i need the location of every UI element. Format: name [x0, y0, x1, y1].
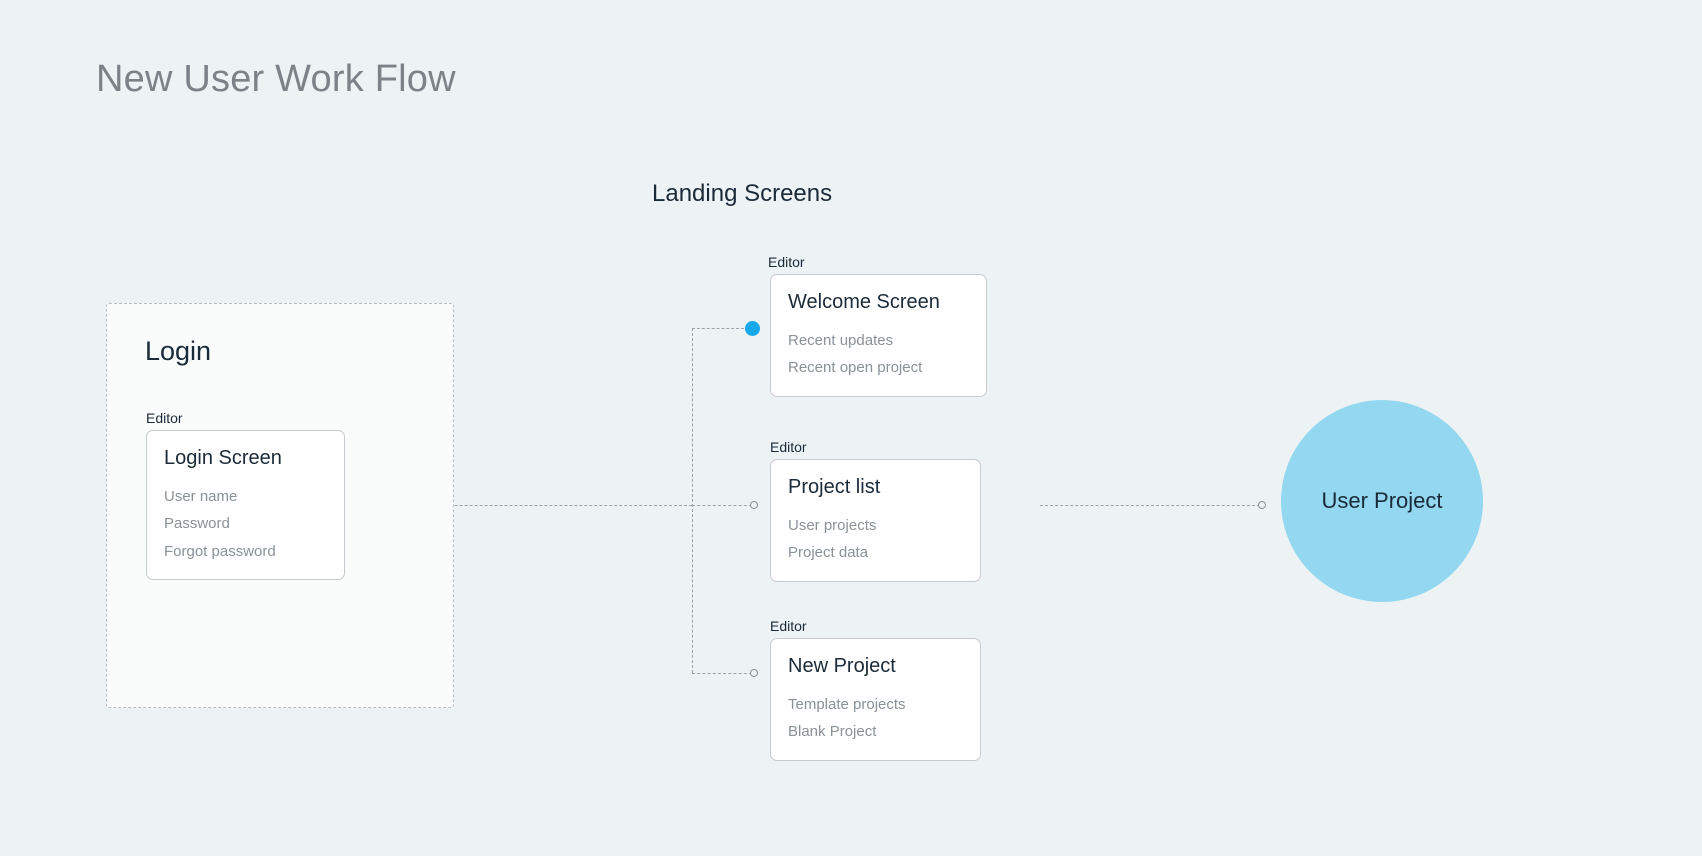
- connector-node-project-list[interactable]: [750, 501, 758, 509]
- connector-trunk-to-new-project: [692, 673, 752, 674]
- card-title-welcome-screen: Welcome Screen: [788, 291, 940, 313]
- card-project-list[interactable]: Project list User projects Project data: [770, 459, 981, 582]
- card-item-recent-updates: Recent updates: [788, 332, 894, 349]
- editor-label-login: Editor: [146, 410, 183, 426]
- node-user-project[interactable]: User Project: [1281, 400, 1483, 602]
- card-new-project[interactable]: New Project Template projects Blank Proj…: [770, 638, 981, 761]
- editor-label-welcome-screen: Editor: [768, 254, 805, 270]
- connector-vertical-trunk: [692, 328, 693, 673]
- card-item-user-projects: User projects: [788, 517, 877, 534]
- card-item-forgot-password: Forgot password: [164, 542, 276, 560]
- connector-node-user-project[interactable]: [1258, 501, 1266, 509]
- card-title-project-list: Project list: [788, 476, 881, 498]
- section-title-landing-screens: Landing Screens: [652, 180, 833, 207]
- node-user-project-label: User Project: [1321, 488, 1443, 513]
- card-title-login-screen: Login Screen: [164, 447, 282, 469]
- connector-login-to-trunk: [345, 505, 692, 506]
- connector-node-welcome-screen[interactable]: [745, 321, 760, 336]
- card-welcome-screen[interactable]: Welcome Screen Recent updates Recent ope…: [770, 274, 987, 397]
- connector-node-new-project[interactable]: [750, 669, 758, 677]
- card-login-screen[interactable]: Login Screen User name Password Forgot p…: [146, 430, 345, 580]
- connector-trunk-to-welcome: [692, 328, 744, 329]
- card-item-password: Password: [164, 515, 230, 533]
- card-item-recent-open-project: Recent open project: [788, 359, 923, 377]
- editor-label-project-list: Editor: [770, 439, 807, 455]
- card-item-blank-project: Blank Project: [788, 723, 877, 741]
- card-item-user-name: User name: [164, 488, 238, 505]
- page-title: New User Work Flow: [96, 58, 456, 100]
- editor-label-new-project: Editor: [770, 618, 807, 634]
- card-title-new-project: New Project: [788, 655, 896, 677]
- card-item-project-data: Project data: [788, 544, 869, 562]
- login-group-title: Login: [145, 336, 212, 366]
- connector-trunk-to-project-list: [692, 505, 752, 506]
- connector-project-list-to-user-project: [1040, 505, 1260, 506]
- card-item-template-projects: Template projects: [788, 696, 906, 713]
